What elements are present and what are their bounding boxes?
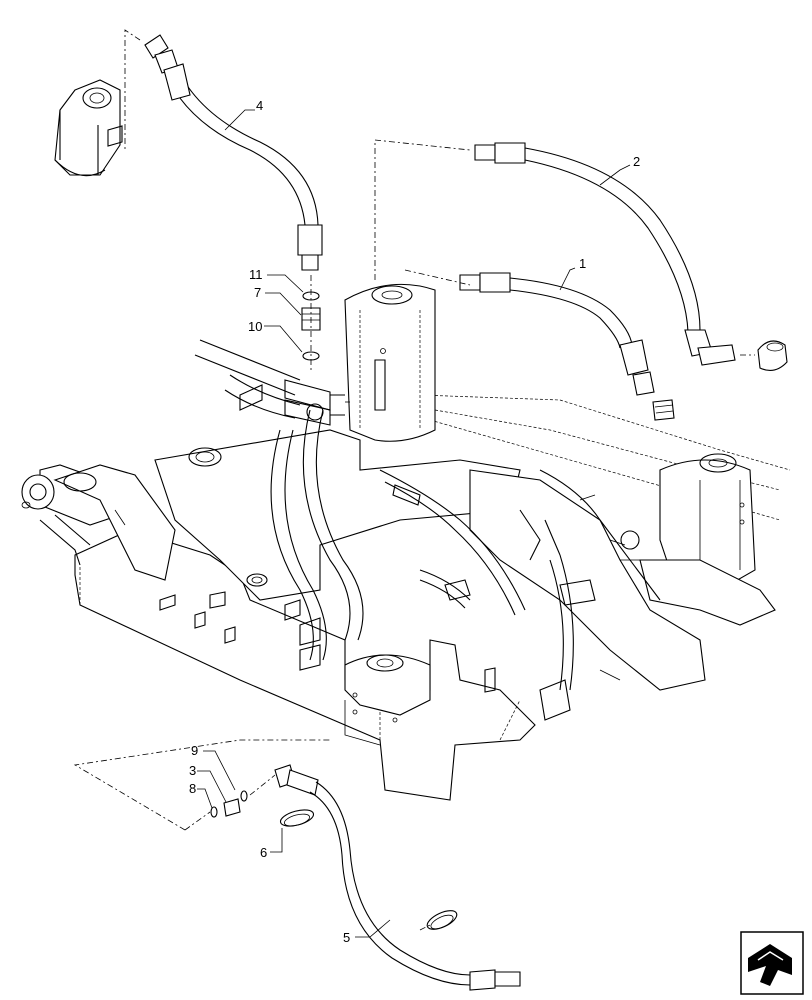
- chassis-frame: [21, 283, 791, 801]
- fittings-3-8-9: [210, 790, 248, 818]
- callout-10: 10: [248, 319, 262, 334]
- callout-4: 4: [256, 98, 263, 113]
- callout-9: 9: [191, 743, 198, 758]
- hose-1: [459, 272, 675, 421]
- callout-3: 3: [189, 763, 196, 778]
- leader-lines: [197, 109, 631, 938]
- hose-4: [144, 34, 323, 271]
- callout-6: 6: [260, 845, 267, 860]
- hose-2: [474, 142, 788, 371]
- callout-1: 1: [579, 256, 586, 271]
- clamp-6: [279, 809, 458, 930]
- callout-2: 2: [633, 154, 640, 169]
- callout-11: 11: [249, 267, 263, 282]
- nav-arrow-icon[interactable]: [740, 931, 804, 995]
- connection-lines: [73, 29, 755, 931]
- callout-8: 8: [189, 781, 196, 796]
- callouts: 1 2 3 4 5 6 7 8 9 10 11: [189, 98, 640, 945]
- callout-7: 7: [254, 285, 261, 300]
- callout-5: 5: [343, 930, 350, 945]
- steering-valve: [54, 79, 123, 177]
- hose-5: [274, 764, 521, 991]
